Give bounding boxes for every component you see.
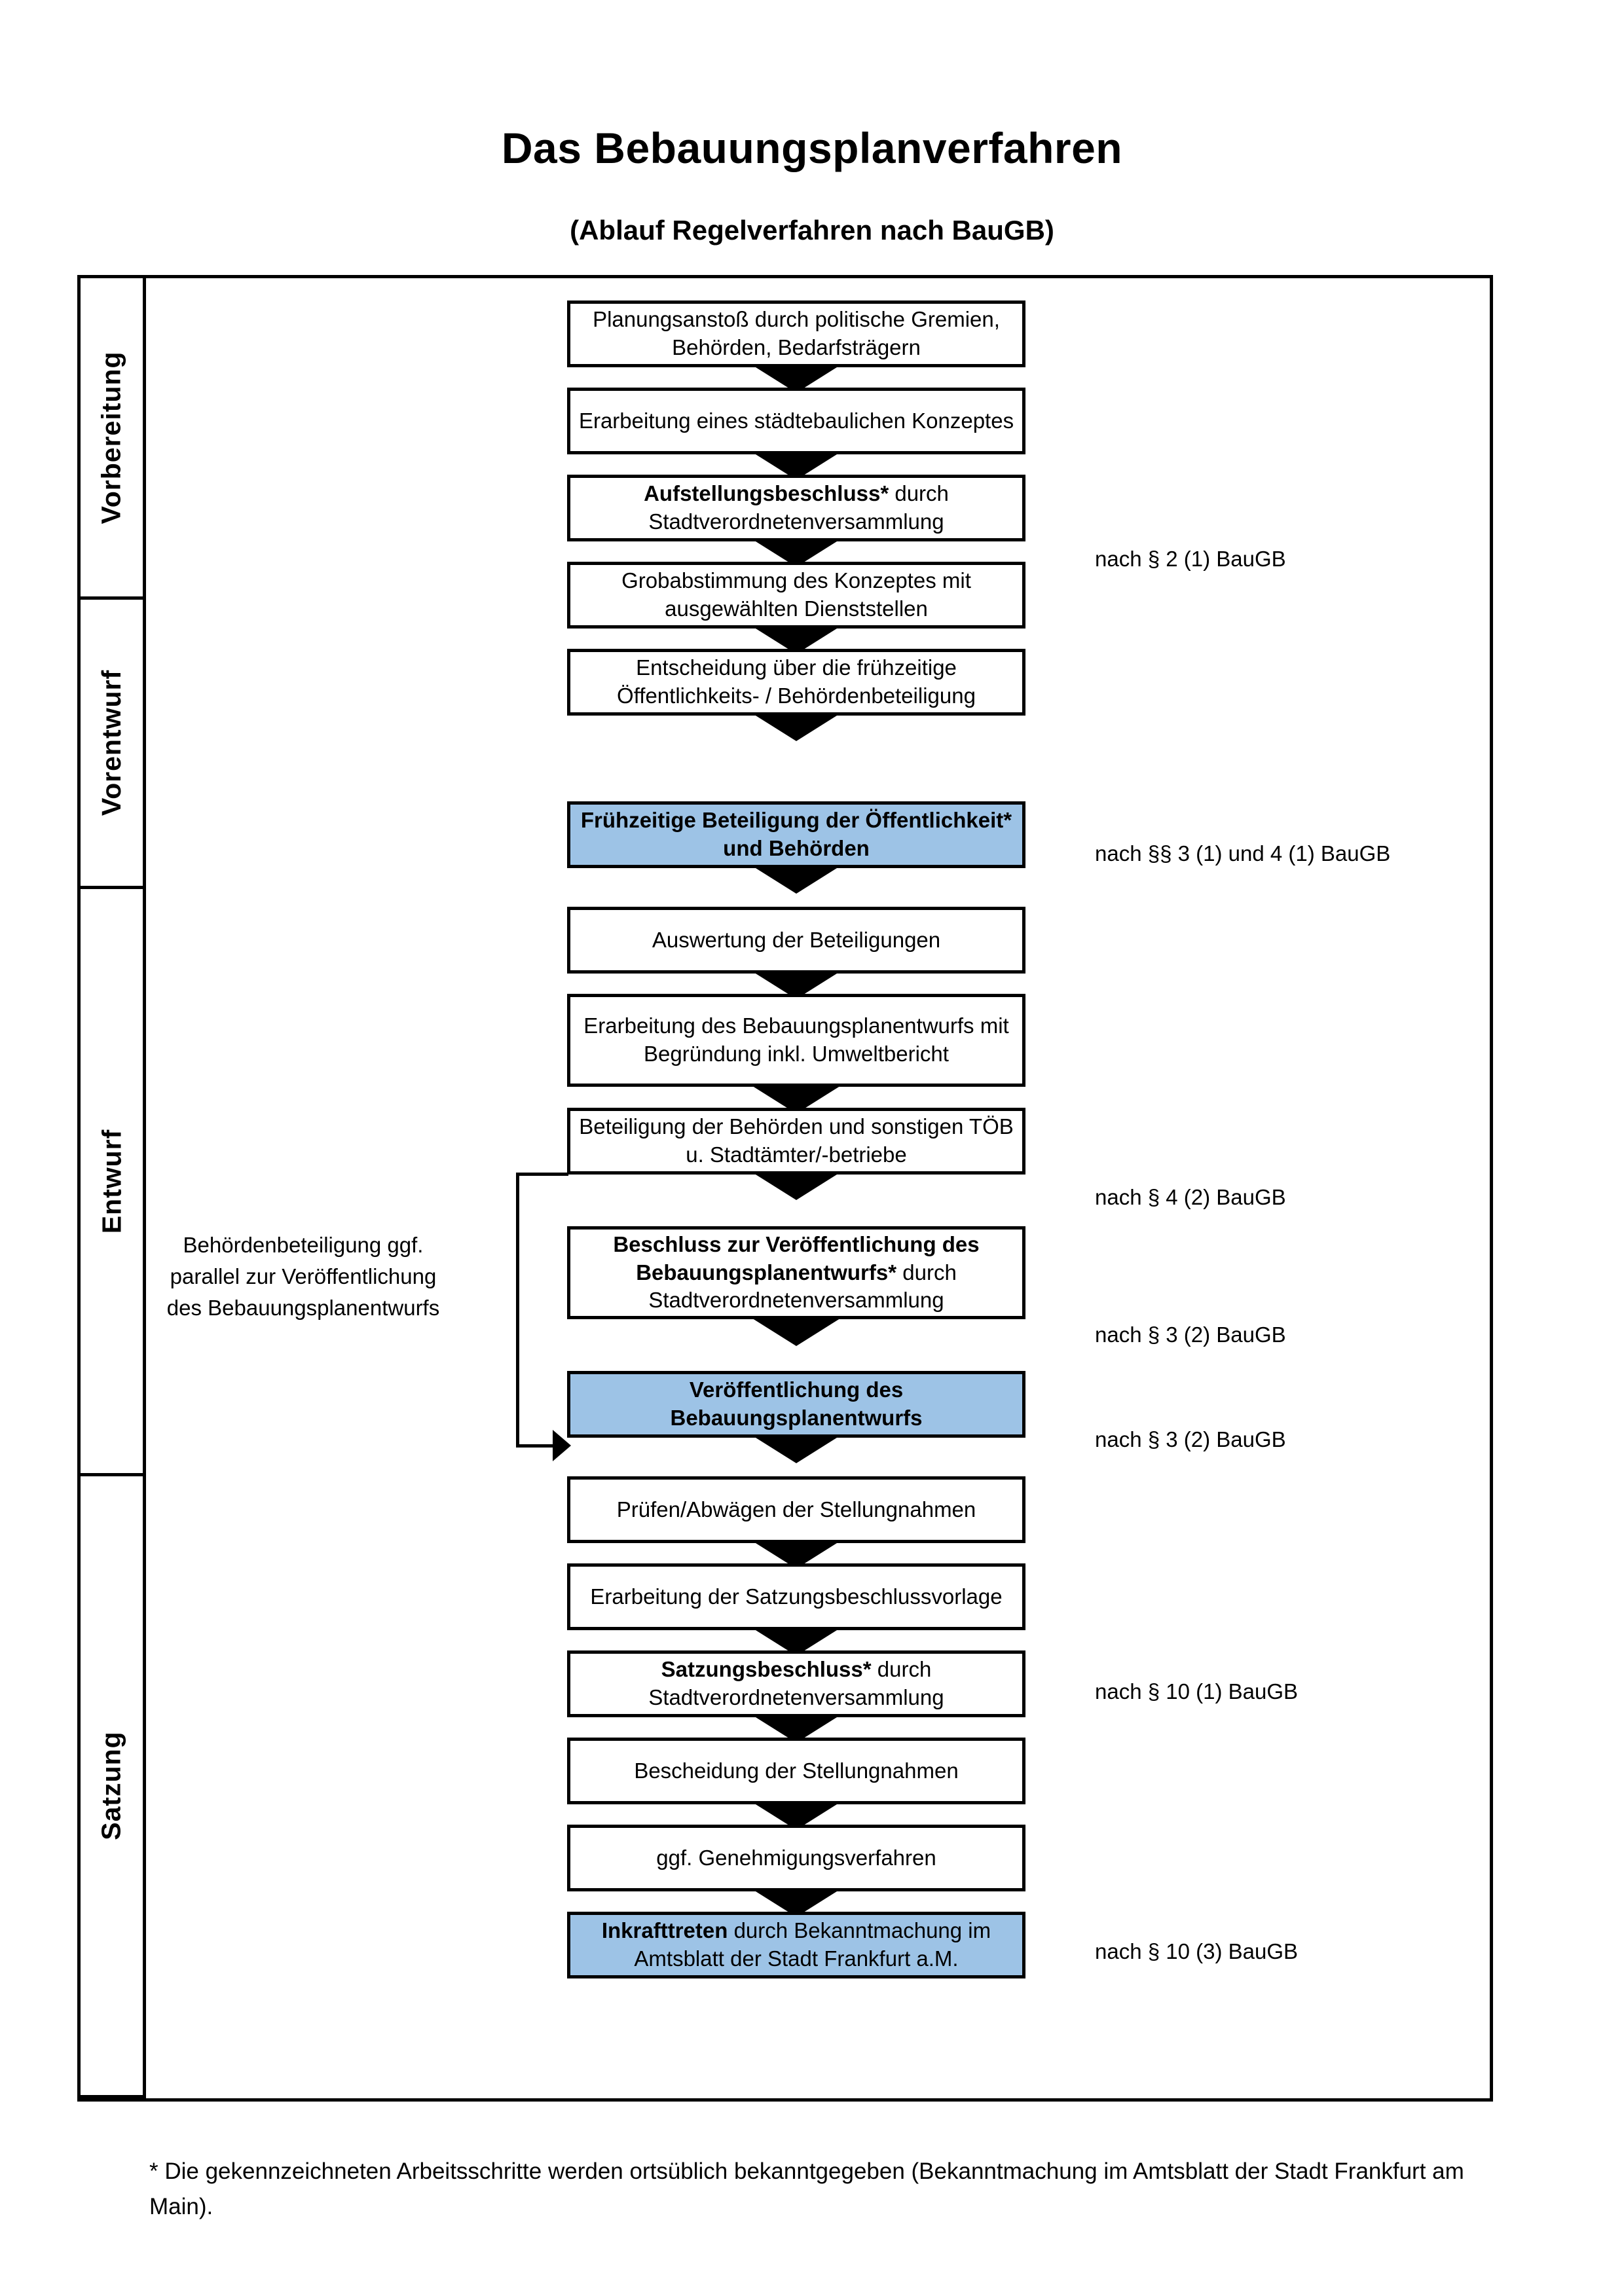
phase-label-vorentwurf: Vorentwurf (81, 600, 143, 889)
step-label: Inkrafttreten durch Bekanntmachung im Am… (577, 1917, 1016, 1973)
step-label-bold: Frühzeitige Beteiligung der Öffentlichke… (580, 808, 1012, 860)
step-label: Entscheidung über die frühzeitige Öffent… (577, 654, 1016, 710)
step-label-bold: Aufstellungsbeschluss* (644, 481, 889, 506)
step-label-text: durch Bekanntmachung im Amtsblatt der St… (634, 1918, 991, 1971)
phase-label-text: Vorbereitung (96, 350, 126, 524)
step-label: Erarbeitung des Bebauungsplanentwurfs mi… (577, 1012, 1016, 1068)
step-label: Planungsanstoß durch politische Gremien,… (577, 306, 1016, 362)
step-label-text: Auswertung der Beteiligungen (652, 927, 941, 952)
phase-label-text: Vorentwurf (96, 669, 127, 816)
legal-ref-par10-3: nach § 10 (3) BauGB (1095, 1939, 1299, 1963)
legal-ref-par2-1: nach § 2 (1) BauGB (1095, 547, 1286, 571)
step-label: Beteiligung der Behörden und sonstigen T… (577, 1113, 1016, 1169)
phase-column-divider (143, 275, 146, 2102)
step-satzungsbeschlussvorlage[interactable]: Erarbeitung der Satzungsbeschlussvorlage (567, 1563, 1025, 1630)
step-genehmigungsverfahren[interactable]: ggf. Genehmigungsverfahren (567, 1825, 1025, 1891)
bypass-connector-bottom-segment (516, 1444, 554, 1448)
phase-label-satzung: Satzung (81, 1476, 143, 2098)
bypass-connector-vertical (516, 1173, 519, 1448)
step-satzungsbeschluss[interactable]: Satzungsbeschluss* durch Stadtverordnete… (567, 1650, 1025, 1717)
step-erarbeitung-entwurf[interactable]: Erarbeitung des Bebauungsplanentwurfs mi… (567, 994, 1025, 1087)
step-label-text: Bescheidung der Stellungnahmen (634, 1758, 959, 1783)
step-grobabstimmung[interactable]: Grobabstimmung des Konzeptes mit ausgewä… (567, 562, 1025, 629)
step-label: Aufstellungsbeschluss* durch Stadtverord… (577, 480, 1016, 536)
legal-ref-par4-2: nach § 4 (2) BauGB (1095, 1185, 1286, 1209)
step-label-bold: Satzungsbeschluss* (661, 1657, 872, 1682)
bypass-connector-arrowhead (553, 1430, 571, 1461)
step-pruefen-abwaegen[interactable]: Prüfen/Abwägen der Stellungnahmen (567, 1476, 1025, 1543)
legal-ref-par3-4-1: nach §§ 3 (1) und 4 (1) BauGB (1095, 841, 1391, 866)
step-label-text: Erarbeitung der Satzungsbeschlussvorlage (590, 1584, 1003, 1609)
step-label: Satzungsbeschluss* durch Stadtverordnete… (577, 1656, 1016, 1712)
step-label-bold: Veröffentlichung des Bebauungsplanentwur… (670, 1377, 923, 1430)
arrow-down-11 (750, 1434, 842, 1463)
step-label-text: Erarbeitung eines städtebaulichen Konzep… (578, 408, 1014, 433)
step-label: Bescheidung der Stellungnahmen (634, 1757, 958, 1785)
bypass-connector-top-segment (516, 1173, 568, 1176)
legal-ref-par3-2-a: nach § 3 (2) BauGB (1095, 1322, 1286, 1347)
step-label-text: durch Stadtverordnetenversammlung (648, 1260, 957, 1313)
step-label-text: Grobabstimmung des Konzeptes mit ausgewä… (621, 568, 971, 621)
footnote: * Die gekennzeichneten Arbeitsschritte w… (149, 2159, 1464, 2220)
step-label: ggf. Genehmigungsverfahren (656, 1844, 936, 1872)
step-beschluss-veroeffentlichung[interactable]: Beschluss zur Veröffentlichung des Bebau… (567, 1226, 1025, 1319)
arrow-down-6 (750, 865, 842, 894)
step-label-bold: Inkrafttreten (601, 1918, 728, 1943)
step-planungsanstoss[interactable]: Planungsanstoß durch politische Gremien,… (567, 301, 1025, 367)
step-label-text: ggf. Genehmigungsverfahren (656, 1845, 936, 1870)
step-label-text: durch Stadtverordnetenversammlung (648, 481, 949, 534)
step-auswertung[interactable]: Auswertung der Beteiligungen (567, 907, 1025, 974)
phase-label-vorbereitung: Vorbereitung (81, 278, 143, 600)
step-entscheidung-fruehzeitig[interactable]: Entscheidung über die frühzeitige Öffent… (567, 649, 1025, 716)
step-aufstellungsbeschluss[interactable]: Aufstellungsbeschluss* durch Stadtverord… (567, 475, 1025, 541)
step-veroeffentlichung[interactable]: Veröffentlichung des Bebauungsplanentwur… (567, 1371, 1025, 1438)
step-label: Grobabstimmung des Konzeptes mit ausgewä… (577, 567, 1016, 623)
page-subtitle: (Ablauf Regelverfahren nach BauGB) (570, 215, 1054, 246)
phase-label-entwurf: Entwurf (81, 889, 143, 1476)
arrow-down-9 (750, 1171, 842, 1200)
legal-ref-par10-1: nach § 10 (1) BauGB (1095, 1679, 1299, 1704)
step-label-text: Entscheidung über die frühzeitige Öffent… (617, 655, 976, 708)
step-label: Beschluss zur Veröffentlichung des Bebau… (577, 1231, 1016, 1315)
step-label: Frühzeitige Beteiligung der Öffentlichke… (577, 807, 1016, 863)
step-label: Prüfen/Abwägen der Stellungnahmen (617, 1496, 976, 1524)
page-title: Das Bebauungsplanverfahren (501, 124, 1123, 172)
step-fruehzeitige-beteiligung[interactable]: Frühzeitige Beteiligung der Öffentlichke… (567, 801, 1025, 868)
step-inkrafttreten[interactable]: Inkrafttreten durch Bekanntmachung im Am… (567, 1912, 1025, 1978)
side-note-behoerdenbeteiligung: Behördenbeteiligung ggf. parallel zur Ve… (166, 1233, 440, 1320)
step-label: Auswertung der Beteiligungen (652, 926, 940, 955)
phase-label-text: Entwurf (96, 1129, 126, 1233)
step-label: Erarbeitung der Satzungsbeschlussvorlage (590, 1583, 1002, 1611)
legal-ref-par3-2-b: nach § 3 (2) BauGB (1095, 1427, 1286, 1451)
step-bescheidung[interactable]: Bescheidung der Stellungnahmen (567, 1738, 1025, 1804)
arrow-down-5 (750, 712, 842, 741)
step-label: Erarbeitung eines städtebaulichen Konzep… (579, 407, 1014, 435)
step-label-text: Beteiligung der Behörden und sonstigen T… (579, 1114, 1014, 1167)
step-label-text: Planungsanstoß durch politische Gremien,… (593, 307, 1000, 359)
step-label: Veröffentlichung des Bebauungsplanentwur… (577, 1376, 1016, 1432)
step-label-text: Erarbeitung des Bebauungsplanentwurfs mi… (583, 1013, 1009, 1066)
step-label-bold: Beschluss zur Veröffentlichung des Bebau… (613, 1231, 980, 1285)
arrow-down-10 (750, 1317, 842, 1346)
step-beteiligung-behoerden[interactable]: Beteiligung der Behörden und sonstigen T… (567, 1108, 1025, 1175)
phase-label-text: Satzung (96, 1731, 126, 1840)
step-label-text: durch Stadtverordnetenversammlung (648, 1657, 944, 1709)
step-label-text: Prüfen/Abwägen der Stellungnahmen (616, 1497, 976, 1522)
step-staedtebau-konzept[interactable]: Erarbeitung eines städtebaulichen Konzep… (567, 388, 1025, 454)
